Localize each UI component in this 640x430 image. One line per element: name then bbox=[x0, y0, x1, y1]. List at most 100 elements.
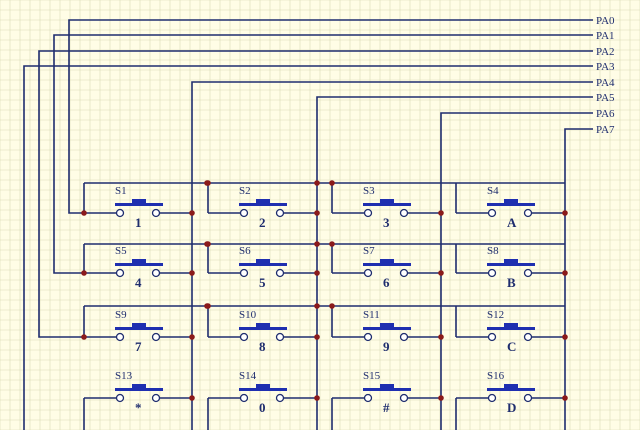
switch-key-label: 6 bbox=[383, 275, 390, 290]
switch-contact bbox=[275, 208, 285, 218]
switch-plunger bbox=[363, 327, 411, 330]
junction-dot bbox=[314, 334, 320, 340]
switch-name: S5 bbox=[115, 245, 127, 257]
wire bbox=[440, 112, 593, 430]
switch-contact bbox=[487, 268, 497, 278]
switch-contact bbox=[151, 393, 161, 403]
junction-dot bbox=[438, 270, 444, 276]
switch-key-label: C bbox=[507, 339, 516, 354]
switch-cap bbox=[132, 323, 146, 328]
switch-contact bbox=[239, 208, 249, 218]
switch-name: S4 bbox=[487, 185, 499, 197]
wire bbox=[564, 128, 593, 430]
switch-contact bbox=[151, 208, 161, 218]
switch-contact bbox=[275, 393, 285, 403]
switch-key-label: 1 bbox=[135, 215, 142, 230]
switch-s8: S8B bbox=[456, 245, 565, 290]
switch-cap bbox=[256, 199, 270, 204]
junction-dot bbox=[562, 210, 568, 216]
switch-cap bbox=[132, 384, 146, 389]
switch-contact bbox=[523, 268, 533, 278]
junction-dot bbox=[204, 180, 210, 186]
junction-dot bbox=[81, 270, 87, 276]
switch-name: S12 bbox=[487, 309, 504, 321]
wire bbox=[68, 19, 593, 214]
switch-name: S13 bbox=[115, 370, 133, 382]
switch-name: S15 bbox=[363, 370, 381, 382]
switch-plunger bbox=[239, 327, 287, 330]
junction-dot bbox=[189, 334, 195, 340]
switch-name: S16 bbox=[487, 370, 505, 382]
junction-dot bbox=[204, 241, 210, 247]
switch-name: S9 bbox=[115, 309, 127, 321]
switch-s6: S65 bbox=[208, 245, 317, 290]
switch-contact bbox=[399, 268, 409, 278]
switch-s1: S1 1 bbox=[84, 185, 192, 230]
switch-cap bbox=[132, 199, 146, 204]
junction-dot bbox=[562, 395, 568, 401]
switch-contact bbox=[151, 268, 161, 278]
switch-name: S1 bbox=[115, 185, 127, 197]
switch-contact bbox=[363, 208, 373, 218]
switch-name: S6 bbox=[239, 245, 251, 257]
port-label-pa7: PA7 bbox=[596, 124, 615, 136]
switch-cap bbox=[256, 384, 270, 389]
switch-plunger bbox=[363, 263, 411, 266]
switch-plunger bbox=[115, 388, 163, 391]
switch-key-label: 9 bbox=[383, 339, 390, 354]
switch-key-label: 7 bbox=[135, 339, 142, 354]
switch-contact bbox=[523, 208, 533, 218]
switch-matrix: S11S22S33S4AS54S65S76S8BS97S108S119S12CS… bbox=[84, 185, 565, 415]
junction-dot bbox=[329, 303, 335, 309]
switch-s15: S15 # bbox=[332, 370, 441, 415]
switch-s2: S2 2 bbox=[208, 185, 317, 230]
switch-key-label: 8 bbox=[259, 339, 266, 354]
switch-name: S2 bbox=[239, 185, 251, 197]
switch-key-label: * bbox=[135, 400, 142, 415]
junction-dot bbox=[314, 303, 320, 309]
switch-contact bbox=[399, 208, 409, 218]
switch-contact bbox=[487, 208, 497, 218]
switch-contact bbox=[239, 268, 249, 278]
switch-key-label: A bbox=[507, 215, 517, 230]
switch-cap bbox=[380, 323, 394, 328]
junction-dot bbox=[329, 241, 335, 247]
switch-key-label: # bbox=[383, 400, 390, 415]
junction-dot bbox=[314, 210, 320, 216]
switch-plunger bbox=[239, 388, 287, 391]
switch-key-label: 2 bbox=[259, 215, 266, 230]
switch-contact bbox=[115, 393, 125, 403]
switch-plunger bbox=[115, 327, 163, 330]
switch-contact bbox=[275, 332, 285, 342]
switch-name: S3 bbox=[363, 185, 375, 197]
port-label-pa0: PA0 bbox=[596, 15, 615, 27]
switch-contact bbox=[399, 332, 409, 342]
switch-cap bbox=[256, 323, 270, 328]
switch-plunger bbox=[487, 388, 535, 391]
wire bbox=[23, 65, 593, 430]
switch-contact bbox=[363, 332, 373, 342]
switch-s5: S5 4 bbox=[84, 245, 192, 290]
port-label-pa2: PA2 bbox=[596, 46, 615, 58]
switch-plunger bbox=[363, 203, 411, 206]
switch-plunger bbox=[239, 203, 287, 206]
junction-dot bbox=[438, 395, 444, 401]
junction-dot bbox=[438, 334, 444, 340]
switch-key-label: 4 bbox=[135, 275, 142, 290]
switch-name: S10 bbox=[239, 309, 257, 321]
switch-contact bbox=[363, 268, 373, 278]
port-label-pa3: PA3 bbox=[596, 61, 615, 73]
switch-plunger bbox=[115, 263, 163, 266]
switch-contact bbox=[363, 393, 373, 403]
switch-contact bbox=[487, 332, 497, 342]
junction-dot bbox=[81, 334, 87, 340]
wire bbox=[38, 50, 593, 338]
switch-contact bbox=[151, 332, 161, 342]
switch-plunger bbox=[487, 327, 535, 330]
switch-plunger bbox=[487, 263, 535, 266]
junction-dot bbox=[81, 210, 87, 216]
